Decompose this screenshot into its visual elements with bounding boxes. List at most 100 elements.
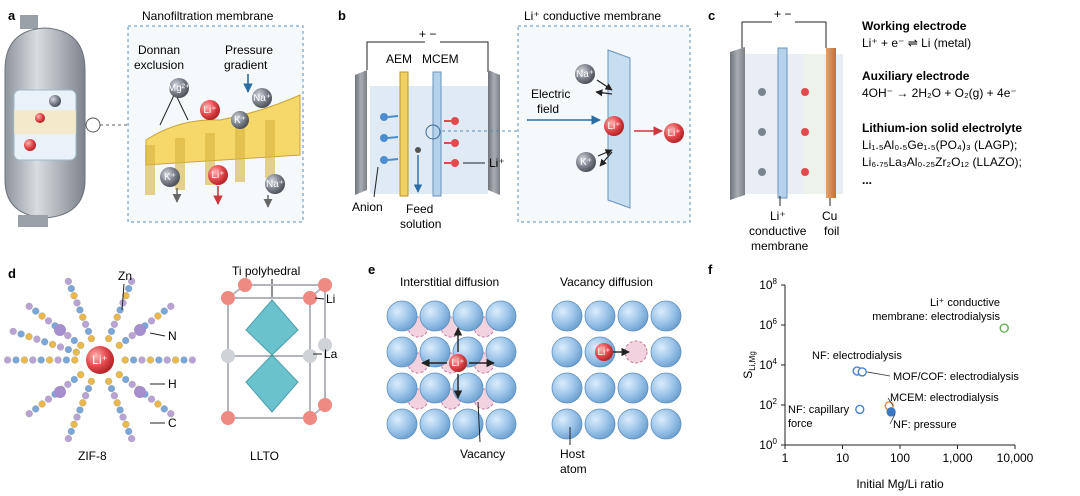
zif-atom xyxy=(64,435,72,443)
data-label: force xyxy=(788,418,812,430)
zif-atom xyxy=(29,356,37,364)
interstitial-lattice xyxy=(386,300,517,440)
zif-atom xyxy=(180,356,188,364)
zif-atom xyxy=(113,399,121,407)
panel-b-label: b xyxy=(338,8,346,23)
panel-d: d Li⁺ Zn N H C ZIF-8 Ti polyhedral xyxy=(4,264,338,463)
zif-atom xyxy=(128,380,136,388)
svg-text:Na⁺: Na⁺ xyxy=(266,179,284,190)
y-tick-label: 104 xyxy=(759,357,777,372)
host-atom xyxy=(419,372,451,404)
inset-na: Na⁺ xyxy=(575,64,595,84)
zif-atom xyxy=(73,299,81,307)
zif-atom xyxy=(67,427,75,435)
vacancy-diffusion-title: Vacancy diffusion xyxy=(560,275,653,289)
zif-atom xyxy=(70,375,78,384)
inset-k: K⁺ xyxy=(576,152,596,172)
zif-atom xyxy=(115,341,123,349)
zif-atom xyxy=(76,406,84,414)
zif-atom xyxy=(107,385,116,393)
zif-atom xyxy=(130,356,138,364)
anion-label: Anion xyxy=(352,200,383,214)
svg-text:Li⁺: Li⁺ xyxy=(607,121,620,132)
zif-atom xyxy=(122,336,130,345)
host-atom xyxy=(485,300,517,332)
host-atom xyxy=(452,300,484,332)
zif-atom xyxy=(20,356,28,364)
interstitial-li: Li⁺ xyxy=(421,327,495,399)
x-tick-label: 100 xyxy=(890,451,910,465)
feed-line1: Feed xyxy=(406,202,433,216)
ion-k-low: K⁺ xyxy=(160,167,180,187)
zif-atom xyxy=(125,427,133,435)
host-atom xyxy=(617,408,649,440)
x-tick-label: 1 xyxy=(782,451,789,465)
zif8-caption: ZIF-8 xyxy=(78,449,107,463)
svg-text:Li⁺: Li⁺ xyxy=(667,128,680,139)
host-atom xyxy=(617,372,649,404)
solid-title: Lithium-ion solid electrolyte xyxy=(862,121,1022,135)
li-membrane-inset xyxy=(517,25,691,223)
b-plus-minus: + − xyxy=(419,27,436,41)
zif-atom xyxy=(72,348,80,356)
zif-atom xyxy=(64,346,72,354)
zif-atom xyxy=(116,406,124,414)
cu-line2: foil xyxy=(824,224,839,238)
host-atom xyxy=(551,336,583,368)
aem-membrane xyxy=(399,71,409,197)
zif-li-label: Li⁺ xyxy=(92,353,108,367)
aux-eq: 4OH⁻ → 2H₂O + O₂(g) + 4e⁻ xyxy=(862,86,1017,100)
zif-atom xyxy=(163,356,171,364)
zif-atom xyxy=(110,320,118,328)
host-atom xyxy=(386,336,418,368)
zif-atom xyxy=(128,332,136,340)
svg-text:Li⁺: Li⁺ xyxy=(203,105,216,116)
svg-text:K⁺: K⁺ xyxy=(164,172,176,183)
zif-atom xyxy=(64,277,72,285)
cu-foil xyxy=(826,48,836,198)
working-title: Working electrode xyxy=(862,19,967,33)
zif-atom xyxy=(64,332,72,340)
pressure-line1: Pressure xyxy=(225,43,273,57)
svg-text:Na⁺: Na⁺ xyxy=(576,69,594,80)
host-atom xyxy=(419,408,451,440)
lagp-formula: Li₁.₅Al₀.₅Ge₁.₅(PO₄)₃ (LAGP); xyxy=(862,138,1017,152)
aux-title: Auxiliary electrode xyxy=(862,69,970,83)
x-tick-label: 10 xyxy=(836,451,850,465)
data-point xyxy=(999,323,1009,333)
zif-atom xyxy=(56,343,65,351)
zif-atom xyxy=(147,317,156,325)
zif-atom xyxy=(38,312,46,320)
x-tick-label: 10,000 xyxy=(997,451,1034,465)
host-atom xyxy=(617,300,649,332)
panel-c-label: c xyxy=(708,8,715,23)
zif-atom xyxy=(44,395,53,403)
electric-line1: Electric xyxy=(531,87,570,101)
zif-atom xyxy=(62,356,70,364)
zif-atom xyxy=(49,340,57,348)
li-membrane-title: Li⁺ conductive membrane xyxy=(524,9,661,23)
svg-text:K⁺: K⁺ xyxy=(580,157,592,168)
llzo-formula: Li₆.₇₅La₃Al₀.₂₅Zr₂O₁₂ (LLAZO); xyxy=(862,155,1022,169)
data-point xyxy=(855,404,865,415)
zif-atom xyxy=(70,292,78,300)
zif-atom xyxy=(84,327,93,335)
data-label: membrane: electrodialysis xyxy=(872,311,1000,323)
zif-atom xyxy=(113,313,121,321)
zif-atom xyxy=(122,420,130,428)
feed-line2: solution xyxy=(400,217,441,231)
host-atom xyxy=(650,408,682,440)
zif-atom xyxy=(155,356,163,364)
zif-atom xyxy=(128,435,136,443)
ti-polyhedral-label: Ti polyhedral xyxy=(232,264,300,278)
zif-atom xyxy=(37,356,45,364)
zif-atom xyxy=(79,313,87,321)
host-line1: Host xyxy=(560,447,585,461)
zif-atom xyxy=(25,302,33,310)
donnan-line1: Donnan xyxy=(138,43,180,57)
data-label: MCEM: electrodialysis xyxy=(890,392,999,404)
y-tick-label: 106 xyxy=(759,317,777,332)
pressure-line2: gradient xyxy=(224,58,268,72)
data-point xyxy=(886,407,896,417)
tank-illustration xyxy=(4,15,128,227)
